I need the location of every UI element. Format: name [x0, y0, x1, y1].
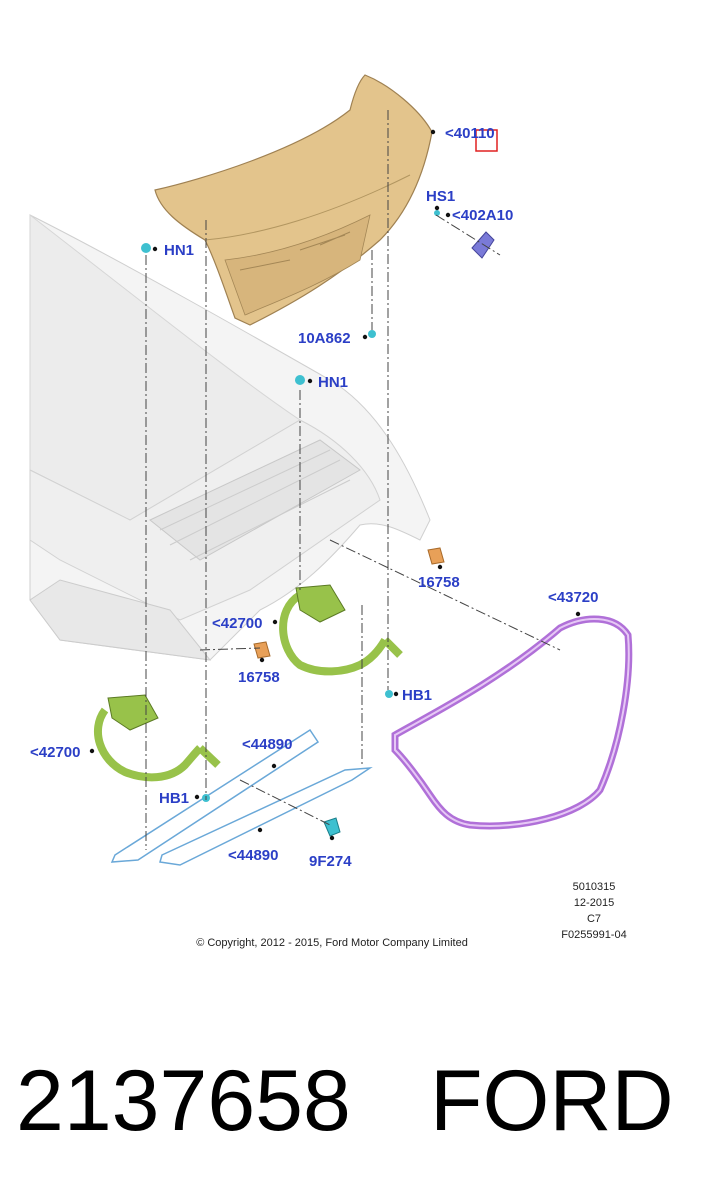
- drawing-meta: 5010315 12-2015 C7 F0255991-04: [561, 881, 626, 941]
- torsion-bar-lower-part: [159, 767, 373, 866]
- highlight-box: [475, 129, 498, 152]
- exploded-parts-diagram: <40110 HS1 <402A10 HN1 HN1 10A862 16758 …: [29, 74, 633, 949]
- callout-clip-left: 16758: [238, 669, 280, 686]
- deck-lid-part: [154, 74, 433, 326]
- callout-weatherstrip: <43720: [548, 589, 598, 606]
- leader-lines: [145, 110, 561, 850]
- callout-hinge-lower: <42700: [30, 744, 80, 761]
- callout-latch: <402A10: [452, 207, 513, 224]
- latch-part: [471, 231, 495, 259]
- callout-hinge-upper: <42700: [212, 615, 262, 632]
- torsion-bar-upper-part: [110, 728, 320, 863]
- callout-hs1: HS1: [426, 188, 455, 205]
- callouts: <40110 HS1 <402A10 HN1 HN1 10A862 16758 …: [30, 125, 598, 870]
- weatherstrip-part: [391, 615, 633, 830]
- callout-bracket: 9F274: [309, 853, 352, 870]
- hinge-upper-part: [279, 584, 403, 676]
- callout-hb1-right: HB1: [402, 687, 432, 704]
- callout-hn1-center: HN1: [318, 374, 348, 391]
- footer-caption: 2137658 FORD: [0, 1030, 708, 1180]
- part-number: 2137658: [16, 1053, 351, 1149]
- meta-line-1: 5010315: [573, 881, 616, 893]
- meta-line-2: 12-2015: [574, 897, 614, 909]
- callout-clip-right: 16758: [418, 574, 460, 591]
- brand-name: FORD: [430, 1053, 674, 1149]
- callout-bumper: 10A862: [298, 330, 351, 347]
- meta-line-4: F0255991-04: [561, 929, 626, 941]
- copyright-notice: © Copyright, 2012 - 2015, Ford Motor Com…: [196, 937, 468, 949]
- callout-torsion-bar-upper: <44890: [242, 736, 292, 753]
- callout-deck-lid: <40110: [445, 125, 495, 142]
- callout-torsion-bar-lower: <44890: [228, 847, 278, 864]
- callout-hn1-left: HN1: [164, 242, 194, 259]
- meta-line-3: C7: [587, 913, 601, 925]
- vehicle-body-shell: [29, 213, 431, 661]
- callout-hb1-left: HB1: [159, 790, 189, 807]
- hinge-lower-part: [93, 694, 221, 782]
